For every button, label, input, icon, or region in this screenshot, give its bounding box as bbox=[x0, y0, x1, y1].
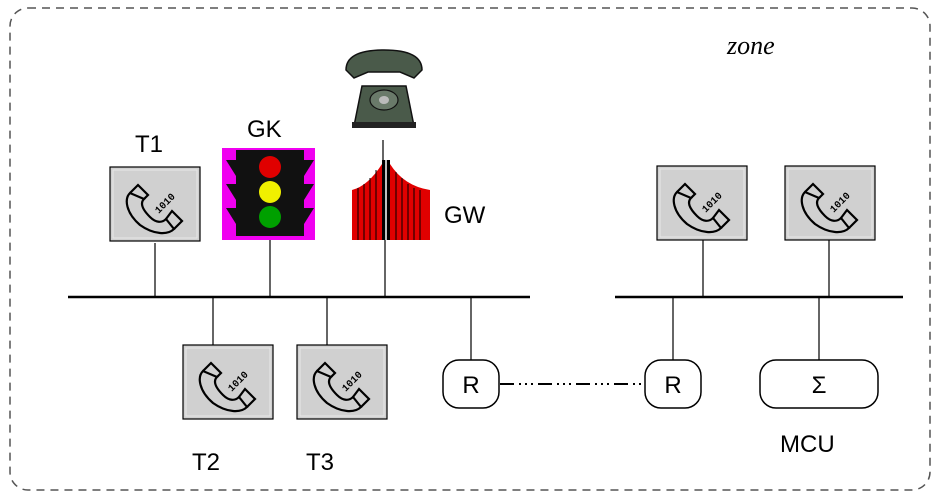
gatekeeper: GK bbox=[222, 116, 315, 240]
t2-label: T2 bbox=[192, 449, 220, 476]
t3-label: T3 bbox=[306, 449, 334, 476]
router-right: R bbox=[644, 359, 702, 409]
router-right-label: R bbox=[664, 372, 681, 399]
router-left-label: R bbox=[462, 372, 479, 399]
t1-label: T1 bbox=[135, 131, 163, 158]
mcu: Σ MCU bbox=[759, 359, 879, 458]
gateway: GW bbox=[352, 160, 486, 240]
telephone-icon bbox=[345, 49, 423, 128]
terminal-t3: T3 bbox=[295, 343, 389, 476]
traffic-light-icon bbox=[222, 148, 315, 240]
zone-label: zone bbox=[726, 31, 775, 60]
mcu-icon bbox=[759, 359, 879, 409]
gateway-icon bbox=[352, 160, 430, 240]
terminal-icon bbox=[783, 164, 877, 242]
zone-boundary bbox=[9, 7, 931, 491]
mcu-symbol: Σ bbox=[812, 372, 827, 399]
mcu-label: MCU bbox=[780, 431, 835, 458]
router-left: R bbox=[442, 359, 500, 409]
terminal-right-1 bbox=[655, 164, 749, 242]
drop-lines-right bbox=[672, 240, 830, 360]
terminal-right-2 bbox=[783, 164, 877, 242]
terminal-t1: T1 bbox=[108, 131, 202, 243]
terminal-icon bbox=[108, 165, 202, 243]
terminal-t2: T2 bbox=[181, 343, 275, 476]
gw-label: GW bbox=[444, 202, 486, 229]
router-icon bbox=[442, 359, 500, 409]
terminal-icon bbox=[181, 343, 275, 421]
terminal-icon bbox=[655, 164, 749, 242]
router-icon bbox=[644, 359, 702, 409]
drop-lines-left bbox=[154, 140, 472, 360]
terminal-icon bbox=[295, 343, 389, 421]
gk-label: GK bbox=[247, 116, 282, 143]
